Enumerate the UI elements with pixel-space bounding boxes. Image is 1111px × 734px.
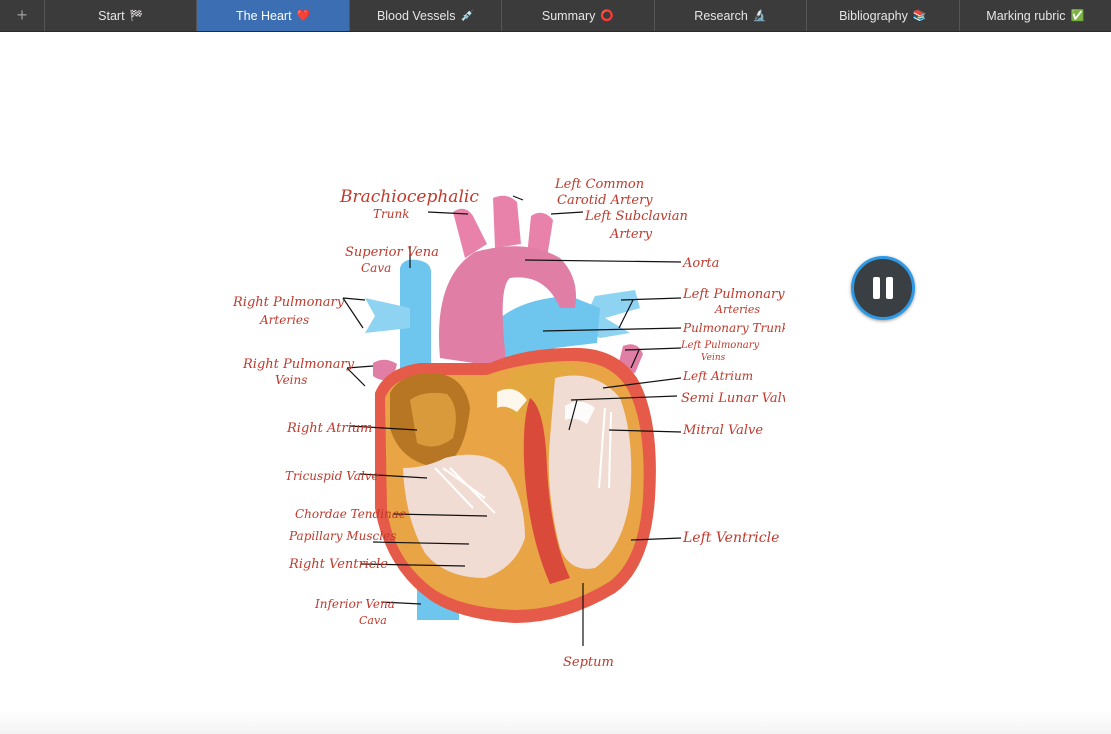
label-left-subclavian: Artery	[609, 227, 653, 242]
label-superior-vena-cava: Cava	[361, 261, 391, 275]
label-papillary-muscles: Papillary Muscles	[288, 529, 396, 543]
label-right-pulmonary-arteries: Arteries	[259, 313, 309, 327]
label-brachiocephalic-trunk: Brachiocephalic	[339, 187, 479, 207]
label-right-ventricle: Right Ventricle	[288, 557, 388, 572]
tab-research[interactable]: Research 🔬	[655, 0, 808, 31]
tab-blood-vessels[interactable]: Blood Vessels 💉	[350, 0, 503, 31]
label-right-pulmonary-arteries: Right Pulmonary	[232, 295, 345, 310]
tab-marking-rubric[interactable]: Marking rubric ✅	[960, 0, 1111, 31]
tab-start[interactable]: Start 🏁	[45, 0, 198, 31]
tab-bibliography[interactable]: Bibliography 📚	[807, 0, 960, 31]
label-septum: Septum	[563, 655, 614, 670]
tab-the-heart[interactable]: The Heart ❤️	[197, 0, 350, 31]
tab-label: Bibliography	[839, 8, 908, 23]
add-tab-button[interactable]: +	[0, 0, 45, 31]
label-left-common-carotid: Carotid Artery	[557, 193, 653, 208]
syringe-icon: 💉	[460, 10, 475, 22]
pause-icon	[873, 277, 880, 299]
label-superior-vena-cava: Superior Vena	[345, 245, 439, 260]
tab-label: Blood Vessels	[376, 8, 456, 23]
label-left-common-carotid: Left Common	[554, 177, 644, 192]
label-right-pulmonary-veins: Right Pulmonary	[242, 357, 355, 372]
label-left-pulmonary-arteries: Arteries	[714, 303, 760, 316]
diagram-labels: Brachiocephalic Trunk Left Common Caroti…	[232, 177, 785, 670]
heart-illustration	[365, 195, 656, 623]
tab-summary[interactable]: Summary ⭕	[502, 0, 655, 31]
tab-label: Research	[694, 8, 748, 23]
label-inferior-vena-cava: Inferior Vena	[314, 597, 395, 611]
label-left-pulmonary-veins: Veins	[701, 353, 726, 363]
pause-button[interactable]	[851, 256, 915, 320]
books-icon: 📚	[912, 10, 927, 22]
tab-label: Marking rubric	[986, 8, 1066, 23]
label-chordae-tendinae: Chordae Tendinae	[295, 507, 406, 521]
heart-icon: ❤️	[296, 10, 311, 22]
slide-bottom-edge	[0, 712, 1111, 734]
label-left-pulmonary-arteries: Left Pulmonary	[682, 287, 785, 302]
label-right-pulmonary-veins: Veins	[275, 373, 307, 387]
flag-icon: 🏁	[129, 10, 144, 22]
label-leader-lines	[342, 195, 682, 646]
tab-label: Summary	[541, 8, 596, 23]
label-left-atrium: Left Atrium	[682, 369, 753, 383]
label-brachiocephalic-trunk: Trunk	[373, 207, 409, 221]
label-inferior-vena-cava: Cava	[359, 614, 387, 627]
tab-label: Start	[98, 8, 125, 23]
label-left-subclavian: Left Subclavian	[584, 209, 688, 224]
label-mitral-valve: Mitral Valve	[682, 423, 763, 438]
label-pulmonary-trunk: Pulmonary Trunk	[682, 321, 785, 335]
circle-icon: ⭕	[600, 10, 615, 22]
microscope-icon: 🔬	[752, 10, 767, 22]
pause-icon	[886, 277, 893, 299]
label-aorta: Aorta	[682, 256, 719, 271]
label-left-ventricle: Left Ventricle	[682, 530, 779, 546]
check-icon: ✅	[1070, 10, 1085, 22]
label-tricuspid-valve: Tricuspid Valve	[285, 469, 379, 483]
label-left-pulmonary-veins: Left Pulmonary	[680, 340, 760, 351]
tab-label: The Heart	[235, 8, 292, 23]
tab-bar: + Start 🏁 The Heart ❤️ Blood Vessels 💉 Summ…	[0, 0, 1111, 32]
heart-diagram: Brachiocephalic Trunk Left Common Caroti…	[232, 177, 785, 670]
label-right-atrium: Right Atrium	[286, 421, 372, 436]
label-semi-lunar-valves: Semi Lunar Valves	[681, 391, 785, 406]
